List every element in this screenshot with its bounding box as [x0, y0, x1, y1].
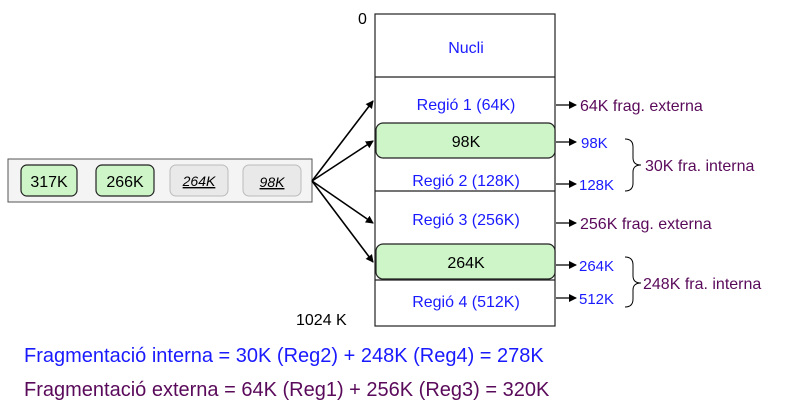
queue-item-317k: [20, 164, 78, 197]
queue-item-317k-label: 317K: [30, 174, 68, 191]
allocation-arrows: [311, 100, 374, 263]
address-start-label: 0: [358, 11, 367, 28]
nucli-label: Nucli: [448, 40, 484, 57]
arrow-to-region1: [311, 100, 374, 182]
reg2-size-label: 128K: [579, 177, 614, 194]
p264-label: 264K: [579, 258, 614, 275]
queue-item-264k-label: 264K: [182, 173, 216, 189]
brace-internal-1: [624, 138, 642, 192]
fragmentation-annotations: 64K frag. externa 98K 128K 30K fra. inte…: [556, 98, 761, 308]
region3-label: Regió 3 (256K): [412, 212, 520, 229]
block-264k-label: 264K: [447, 255, 485, 272]
allocated-block-98k: [375, 122, 556, 159]
region1-label: Regió 1 (64K): [417, 97, 516, 114]
arrow-to-region4: [311, 180, 374, 263]
queue-item-264k: [169, 164, 229, 197]
region2-label: Regió 2 (128K): [412, 173, 520, 190]
address-end-label: 1024 K: [296, 312, 347, 329]
queue-item-98k: [242, 164, 302, 197]
queue-item-266k-label: 266K: [106, 174, 144, 191]
internal-frag-1: 30K fra. interna: [645, 158, 755, 175]
queue-item-266k: [95, 164, 155, 197]
internal-fragmentation-summary: Fragmentació interna = 30K (Reg2) + 248K…: [24, 345, 544, 367]
external-fragmentation-summary: Fragmentació externa = 64K (Reg1) + 256K…: [24, 379, 550, 401]
reg3-external-frag: 256K frag. externa: [580, 216, 712, 233]
allocated-block-264k: [375, 243, 556, 280]
internal-frag-2: 248K fra. interna: [643, 276, 761, 293]
brace-internal-2: [624, 256, 642, 308]
region4-label: Regió 4 (512K): [412, 294, 520, 311]
arrow-to-region2: [311, 140, 374, 182]
queue-item-98k-label: 98K: [260, 174, 286, 190]
reg4-size-label: 512K: [579, 291, 614, 308]
block-98k-label: 98K: [452, 134, 481, 151]
process-queue: 317K 266K 264K 98K: [7, 158, 313, 203]
p98-label: 98K: [581, 135, 608, 152]
arrow-to-region3: [311, 180, 374, 224]
memory-column: 0 1024 K Nucli Regió 1 (64K) 98K Regió 2…: [296, 11, 556, 329]
reg1-external-frag: 64K frag. externa: [580, 98, 703, 115]
